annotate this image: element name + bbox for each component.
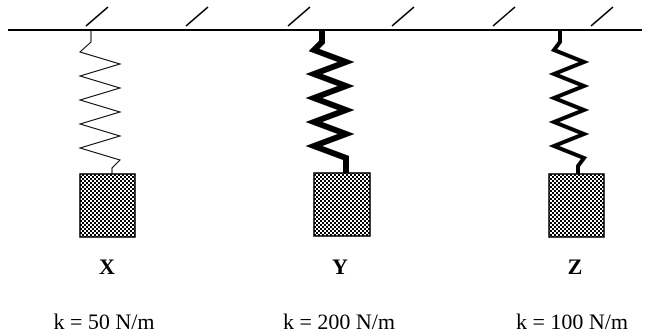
mass-label-x: X [99, 254, 115, 279]
hatch-mark [185, 6, 209, 27]
spring-constant-y: k = 200 N/m [282, 309, 396, 334]
ceiling-hatching [85, 6, 614, 27]
mass-x-block [79, 173, 136, 238]
hatch-mark [287, 6, 311, 27]
spring-y [305, 30, 355, 174]
mass-y-block [313, 172, 371, 237]
hatch-mark [391, 6, 415, 27]
spring-x [78, 30, 122, 176]
spring-z [548, 30, 590, 174]
hatch-mark [85, 6, 109, 27]
spring-constant-x: k = 50 N/m [53, 309, 155, 334]
mass-z-block [548, 173, 605, 238]
spring-constant-z: k = 100 N/m [515, 309, 629, 334]
hatch-mark [590, 6, 614, 27]
hatch-mark [492, 6, 516, 27]
mass-label-z: Z [567, 254, 583, 279]
mass-label-y: Y [332, 254, 348, 279]
